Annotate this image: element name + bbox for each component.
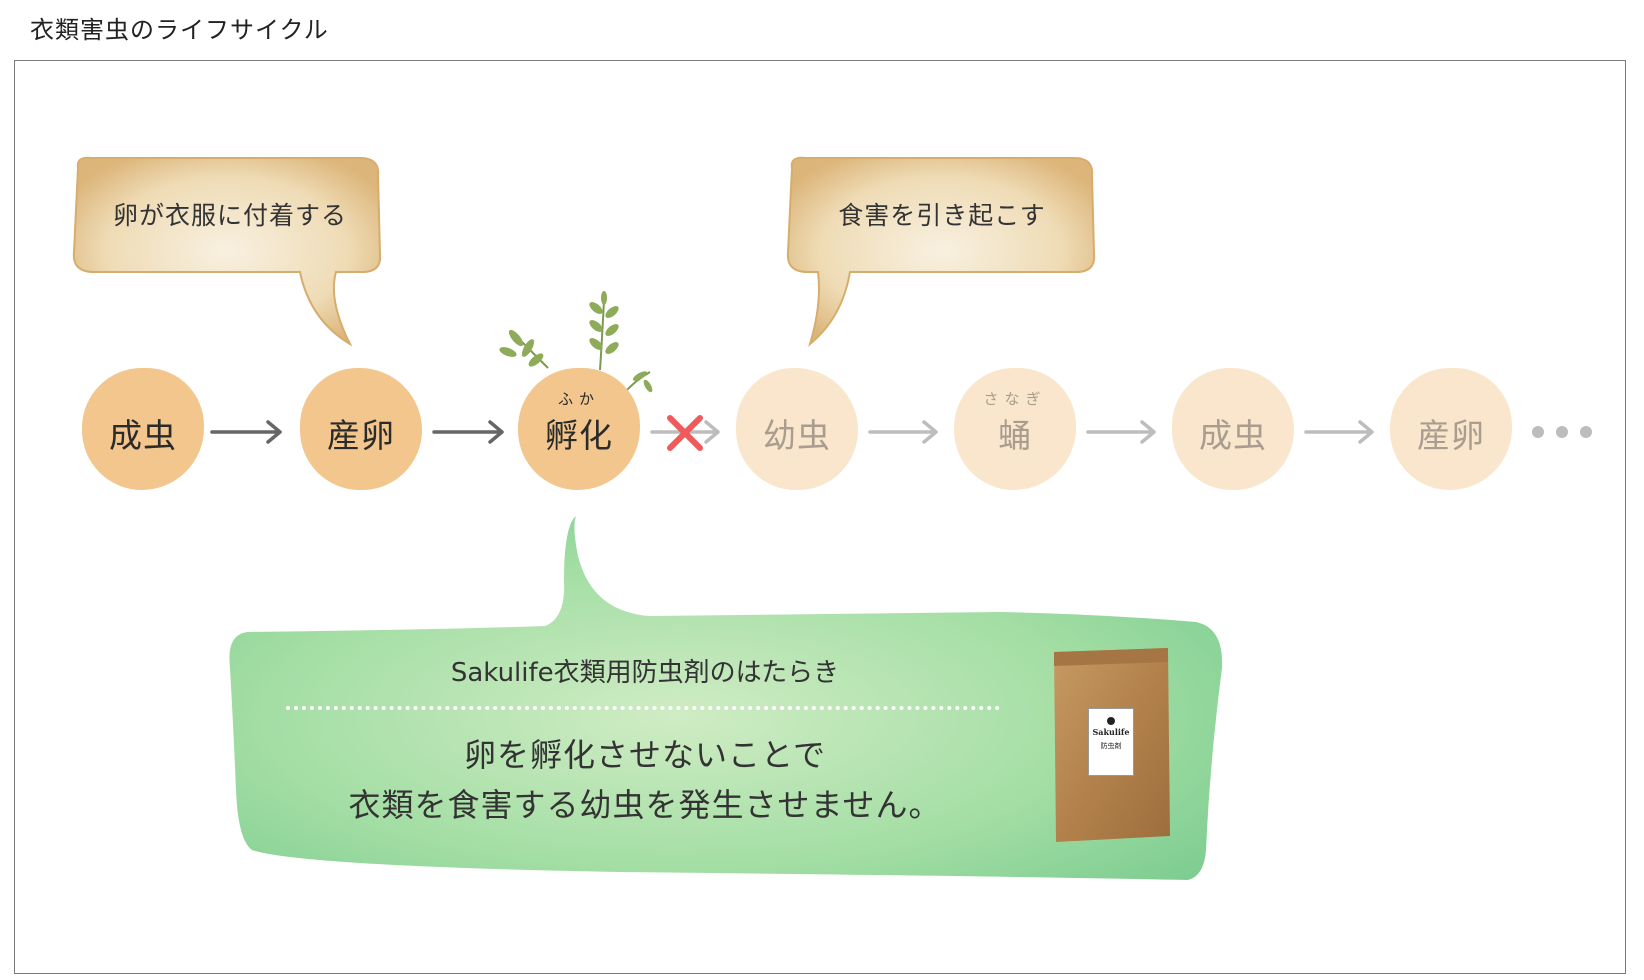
speech-bubble-egg-attach-text: 卵が衣服に付着する xyxy=(88,196,372,232)
speech-bubble-damage xyxy=(786,156,1096,347)
stage-ruby: さなぎ xyxy=(983,390,1047,408)
product-name: 防虫剤 xyxy=(1100,742,1122,750)
stage-adult: 成虫 xyxy=(82,368,204,490)
stage-label: 成虫 xyxy=(1199,416,1267,455)
brand-dot-icon xyxy=(1107,717,1115,725)
arrow-faded xyxy=(650,420,1374,444)
stage-ruby: ふか xyxy=(557,390,600,408)
stage-hatching: ふか 孵化 xyxy=(518,368,640,490)
speech-bubble-damage-text: 食害を引き起こす xyxy=(800,196,1084,232)
product-label: Sakulife 防虫剤 xyxy=(1088,708,1134,776)
stage-larva: 幼虫 xyxy=(736,368,858,490)
cross-icon xyxy=(667,415,703,451)
dotted-divider xyxy=(286,706,1000,710)
stage-label: 蛹 xyxy=(998,416,1032,455)
product-brand: Sakulife xyxy=(1092,727,1130,737)
stage-label: 成虫 xyxy=(109,416,177,455)
stage-label: 孵化 xyxy=(545,416,613,455)
speech-bubble-egg-attach xyxy=(72,156,382,347)
bubble-text-damage: 食害を引き起こす xyxy=(838,201,1046,230)
stage-pupa: さなぎ 蛹 xyxy=(954,368,1076,490)
product-image: Sakulife 防虫剤 xyxy=(1052,648,1170,838)
stage-adult-next: 成虫 xyxy=(1172,368,1294,490)
stage-label: 幼虫 xyxy=(763,416,831,455)
green-callout-shape xyxy=(229,516,1223,880)
stage-egg-laying-next: 産卵 xyxy=(1390,368,1512,490)
stage-label: 産卵 xyxy=(1417,416,1485,455)
callout-line-1: 卵を孵化させないことで xyxy=(463,736,827,774)
diagram-frame xyxy=(14,60,1626,974)
stage-egg-laying: 産卵 xyxy=(300,368,422,490)
arrow-active xyxy=(210,420,504,444)
callout-line-2: 衣類を食害する幼虫を発生させません。 xyxy=(348,786,942,824)
stage-label: 産卵 xyxy=(327,416,395,455)
bubble-text-egg-attach: 卵が衣服に付着する xyxy=(112,201,347,230)
page-title: 衣類害虫のライフサイクル xyxy=(30,16,329,44)
callout-title: Sakulife衣類用防虫剤のはたらき xyxy=(450,658,840,688)
callout-message: 卵を孵化させないことで 衣類を食害する幼虫を発生させません。 xyxy=(290,730,1000,830)
ellipsis-icon xyxy=(1532,426,1592,438)
